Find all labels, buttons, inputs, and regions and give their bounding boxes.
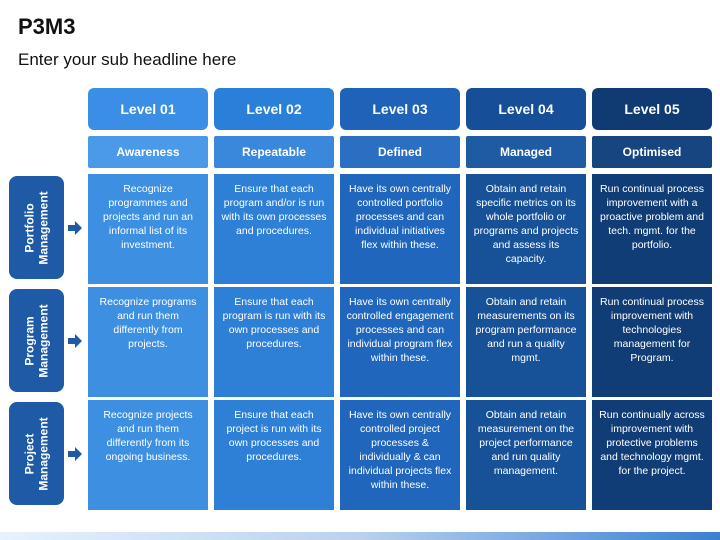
level-stage: Defined [340, 136, 460, 168]
page-subtitle: Enter your sub headline here [18, 50, 237, 69]
level-column-5: Level 05 Optimised Run continual process… [592, 88, 712, 516]
row-label-program: Program Management [9, 289, 64, 392]
level-cell-program: Obtain and retain measurements on its pr… [466, 287, 586, 397]
maturity-grid: Level 01 Awareness Recognize programmes … [88, 88, 714, 516]
level-cell-portfolio: Ensure that each program and/or is run w… [214, 174, 334, 284]
level-cell-program: Recognize programs and run them differen… [88, 287, 208, 397]
row-label-project: Project Management [9, 402, 64, 505]
level-cell-project: Have its own centrally controlled projec… [340, 400, 460, 510]
level-cell-project: Run continually across improvement with … [592, 400, 712, 510]
cell-text: Ensure that each project is run with its… [226, 409, 322, 463]
level-header: Level 02 [214, 88, 334, 130]
row-label-text: Program Management [22, 303, 51, 378]
cell-text: Recognize programs and run them differen… [99, 296, 197, 350]
level-stage: Repeatable [214, 136, 334, 168]
decorative-bottom-bar [0, 532, 720, 540]
cell-text: Recognize projects and run them differen… [103, 409, 193, 463]
cell-text: Run continual process improvement with a… [600, 183, 704, 251]
arrow-right-icon [68, 221, 82, 235]
level-cell-program: Run continual process improvement with t… [592, 287, 712, 397]
level-header: Level 04 [466, 88, 586, 130]
level-cell-portfolio: Obtain and retain specific metrics on it… [466, 174, 586, 284]
row-label-portfolio: Portfolio Management [9, 176, 64, 279]
level-stage: Managed [466, 136, 586, 168]
level-column-4: Level 04 Managed Obtain and retain speci… [466, 88, 586, 516]
level-cell-portfolio: Run continual process improvement with a… [592, 174, 712, 284]
cell-text: Ensure that each program and/or is run w… [221, 183, 327, 237]
level-stage: Awareness [88, 136, 208, 168]
cell-text: Obtain and retain specific metrics on it… [473, 183, 579, 265]
level-cell-program: Have its own centrally controlled engage… [340, 287, 460, 397]
cell-text: Have its own centrally controlled engage… [346, 296, 454, 364]
cell-text: Obtain and retain measurement on the pro… [477, 409, 575, 477]
level-column-2: Level 02 Repeatable Ensure that each pro… [214, 88, 334, 516]
row-label-text: Project Management [22, 416, 51, 491]
cell-text: Recognize programmes and projects and ru… [103, 183, 193, 251]
cell-text: Obtain and retain measurements on its pr… [475, 296, 577, 364]
level-column-3: Level 03 Defined Have its own centrally … [340, 88, 460, 516]
level-cell-project: Ensure that each project is run with its… [214, 400, 334, 510]
cell-text: Have its own centrally controlled projec… [348, 409, 452, 491]
level-cell-portfolio: Recognize programmes and projects and ru… [88, 174, 208, 284]
row-label-text: Portfolio Management [22, 190, 51, 265]
level-cell-project: Recognize projects and run them differen… [88, 400, 208, 510]
cell-text: Ensure that each program is run with its… [222, 296, 326, 350]
level-cell-program: Ensure that each program is run with its… [214, 287, 334, 397]
arrow-right-icon [68, 447, 82, 461]
page-title: P3M3 [18, 14, 76, 39]
cell-text: Run continual process improvement with t… [600, 296, 704, 364]
level-header: Level 01 [88, 88, 208, 130]
level-cell-project: Obtain and retain measurement on the pro… [466, 400, 586, 510]
level-cell-portfolio: Have its own centrally controlled portfo… [340, 174, 460, 284]
level-header: Level 03 [340, 88, 460, 130]
cell-text: Run continually across improvement with … [599, 409, 705, 477]
level-stage: Optimised [592, 136, 712, 168]
level-column-1: Level 01 Awareness Recognize programmes … [88, 88, 208, 516]
level-header: Level 05 [592, 88, 712, 130]
cell-text: Have its own centrally controlled portfo… [348, 183, 452, 251]
arrow-right-icon [68, 334, 82, 348]
